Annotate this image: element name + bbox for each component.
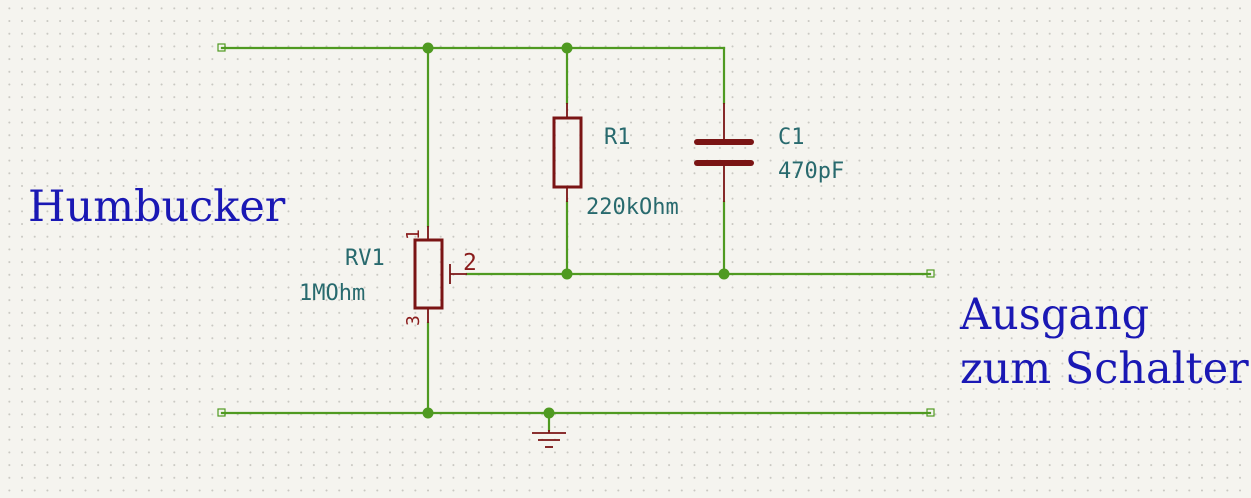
rv1-body: [413, 238, 444, 310]
output-label-line1: Ausgang: [959, 290, 1149, 340]
junction-dot: [561, 42, 573, 54]
r1-body: [552, 116, 583, 189]
junction-dot: [422, 42, 434, 54]
rv1-pin-number-1: 1: [403, 229, 424, 240]
terminal-input-bottom: [217, 408, 226, 417]
terminal-output-signal: [926, 269, 935, 278]
junctions: [422, 42, 730, 419]
r1-reference: R1: [604, 125, 631, 150]
ground-symbol-icon: [532, 430, 566, 448]
terminals: [217, 43, 935, 417]
wires: [220, 46, 932, 432]
rv1-reference: RV1: [345, 246, 385, 271]
potentiometer-rv1[interactable]: 1 3 2 RV1 1MOhm: [299, 226, 477, 326]
terminal-output-ground: [926, 408, 935, 417]
rv1-pin-number-2: 2: [463, 250, 477, 276]
junction-dot: [561, 268, 573, 280]
junction-dot: [543, 407, 555, 419]
resistor-r1[interactable]: R1 220kOhm: [552, 103, 679, 220]
input-label: Humbucker: [28, 182, 286, 232]
rv1-pin-number-3: 3: [403, 315, 424, 326]
junction-dot: [422, 407, 434, 419]
output-label-line2: zum Schalter: [960, 344, 1249, 394]
terminal-input-top: [217, 43, 226, 52]
rv1-value: 1MOhm: [299, 281, 365, 306]
capacitor-c1[interactable]: C1 470pF: [694, 103, 844, 202]
c1-reference: C1: [778, 125, 805, 150]
c1-value: 470pF: [778, 159, 844, 184]
r1-value: 220kOhm: [586, 195, 679, 220]
junction-dot: [718, 268, 730, 280]
